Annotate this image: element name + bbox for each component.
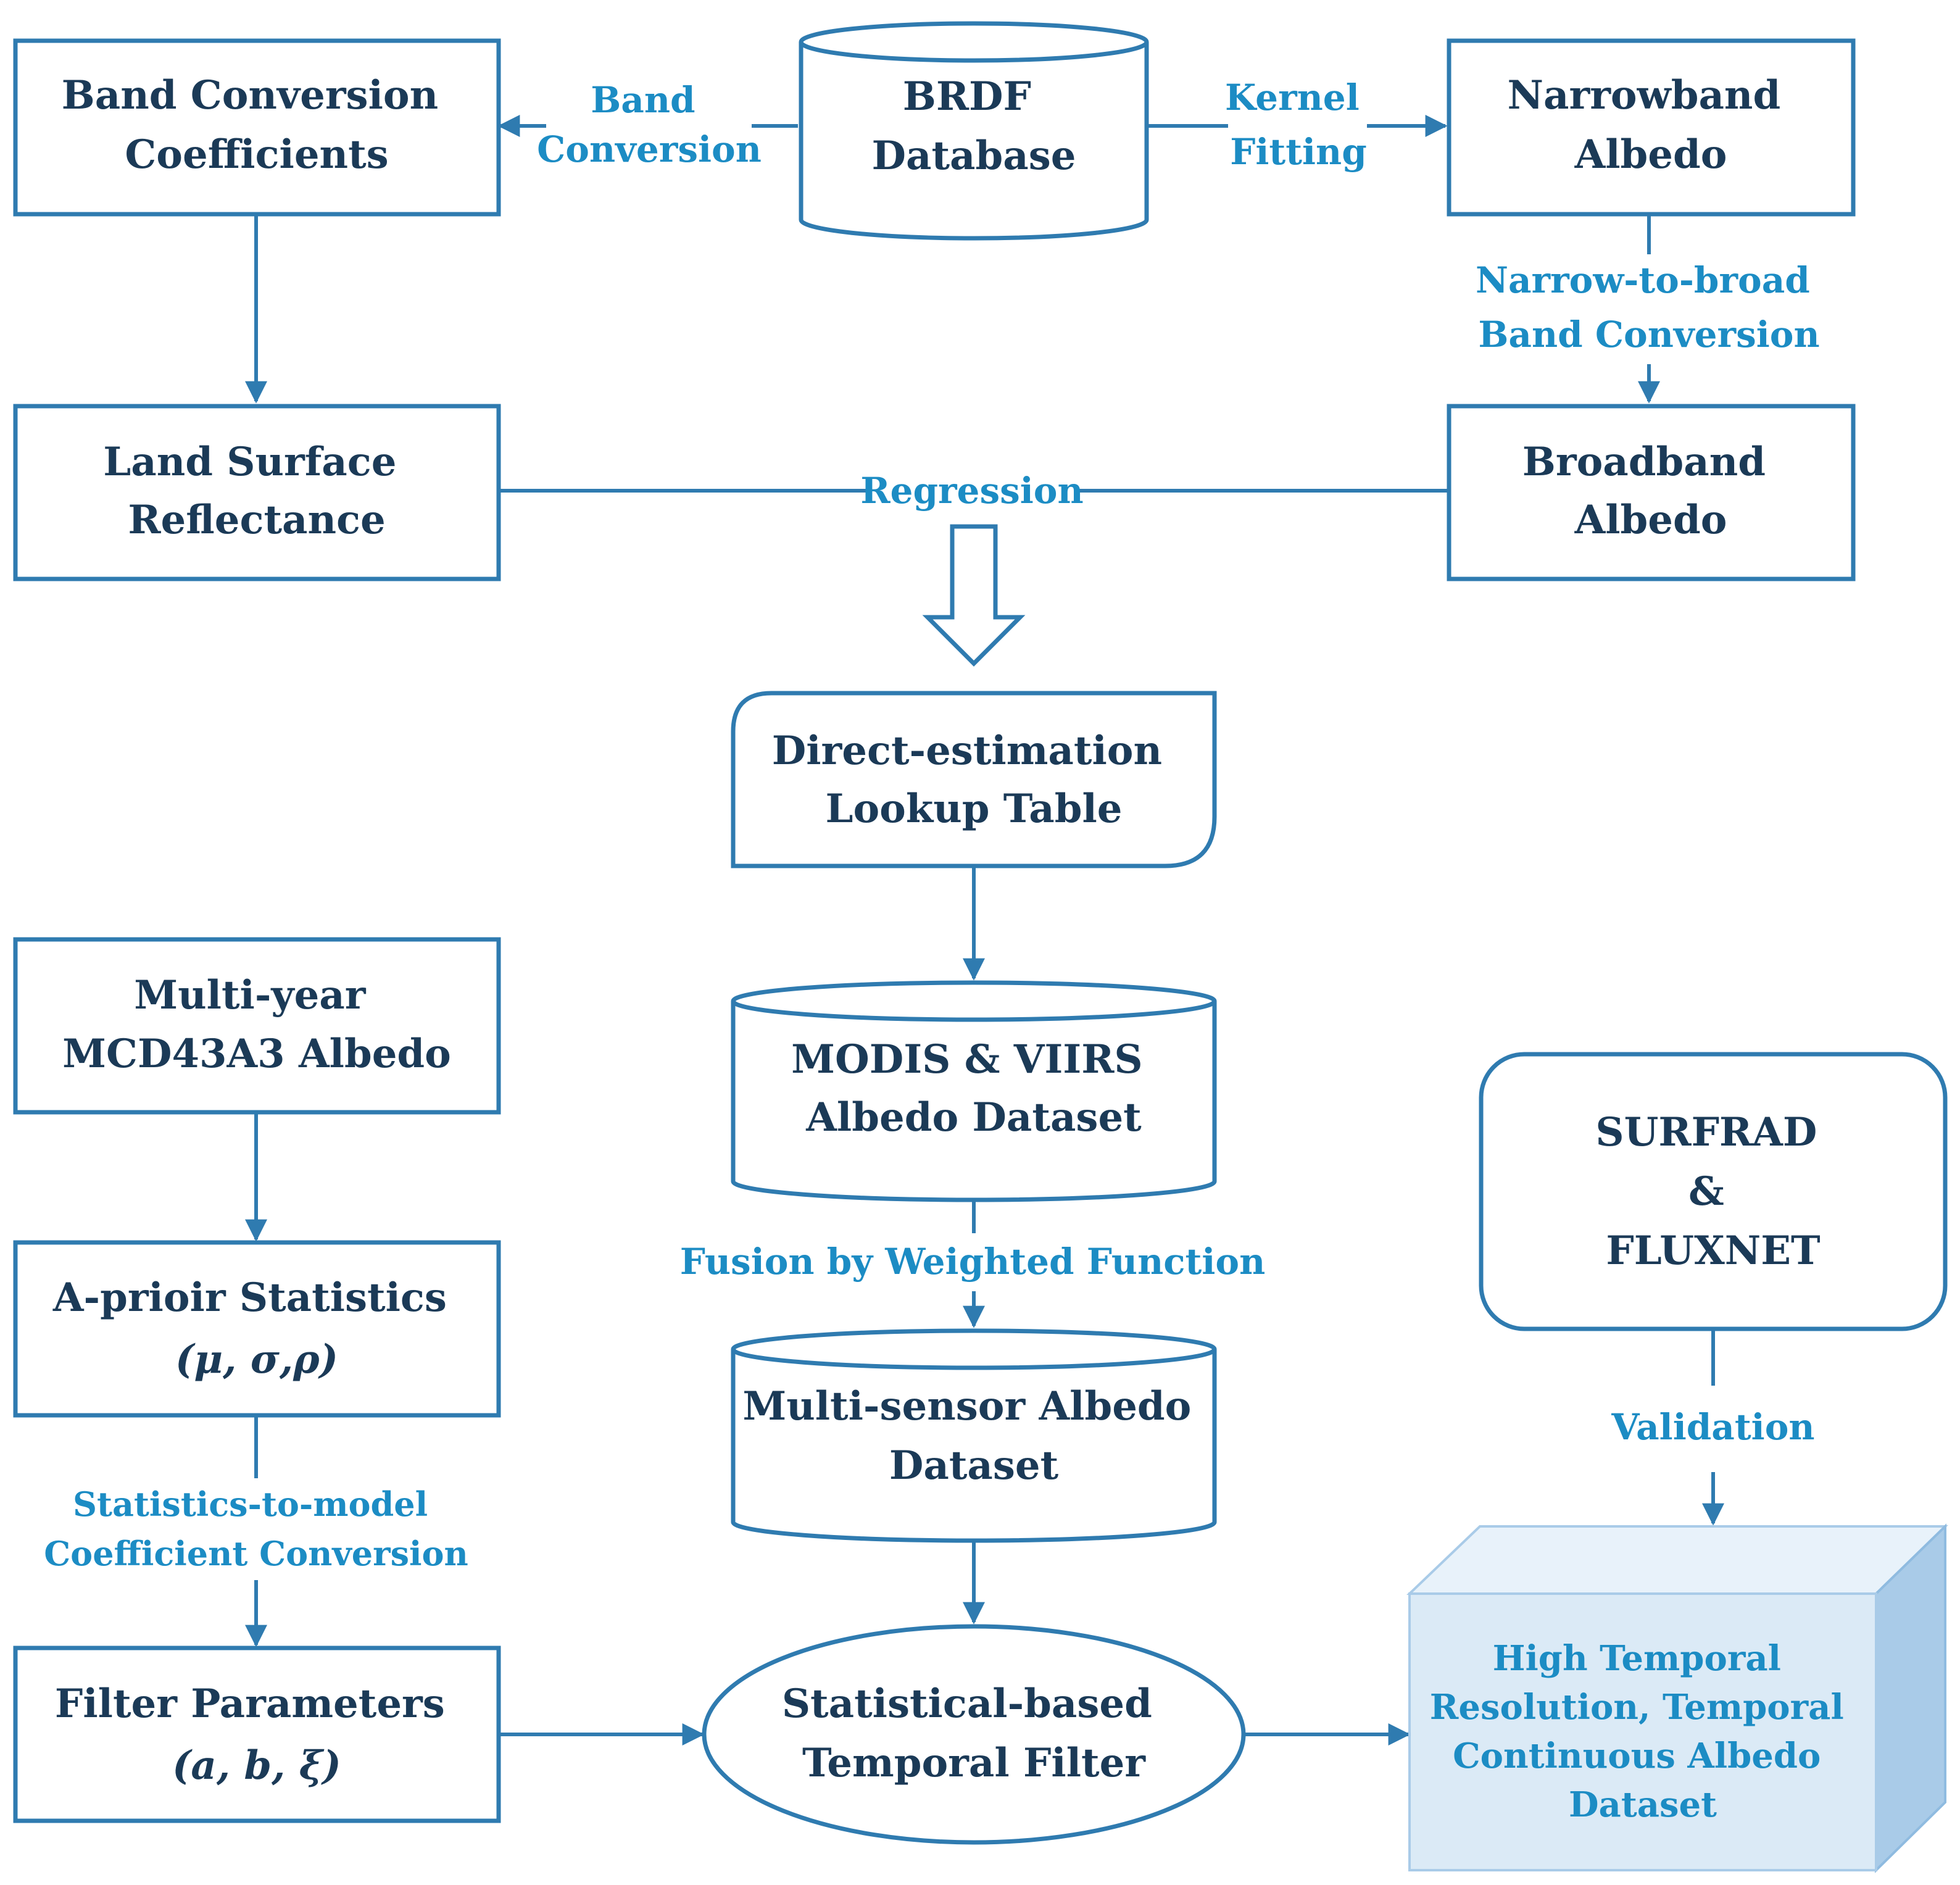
band-conversion-coefficients-label: Band Conversion Coefficients <box>62 72 452 178</box>
apriori-statistics-box <box>13 1240 501 1418</box>
broadband-albedo-box <box>1447 404 1856 581</box>
land-surface-reflectance-label: Land Surface Reflectance <box>103 439 410 543</box>
brdf-database-top <box>799 21 1149 63</box>
lookup-table-box <box>731 691 1217 868</box>
edge-label-fusion: Fusion by Weighted Function <box>680 1241 1266 1283</box>
filter-parameters-label: Filter Parameters (a, b, ξ) <box>55 1681 459 1789</box>
narrowband-albedo-label: Narrowband Albedo <box>1508 72 1795 178</box>
node-broadband-albedo: Broadband Albedo <box>1447 404 1856 581</box>
output-dataset-label: High Temporal Resolution, Temporal Conti… <box>1430 1638 1856 1825</box>
connectors <box>245 115 1724 1746</box>
output-dataset-top-face <box>1406 1525 1948 1595</box>
band-conversion-coefficients-box <box>13 38 501 217</box>
edge-label-regression: Regression <box>860 470 1083 512</box>
node-brdf-database: BRDF Database <box>799 21 1149 241</box>
hollow-down-arrow <box>922 524 1026 667</box>
edge-label-band-conversion: Band Conversion <box>537 79 762 170</box>
multi-year-albedo-label: Multi-year MCD43A3 Albedo <box>62 972 451 1077</box>
edge-label-narrow-to-broad: Narrow-to-broad Band Conversion <box>1476 259 1822 356</box>
narrowband-albedo-box <box>1447 38 1856 217</box>
lookup-table-label: Direct-estimation Lookup Table <box>772 728 1176 832</box>
node-filter-parameters: Filter Parameters (a, b, ξ) <box>13 1646 501 1823</box>
edge-label-statistics-to-model: Statistics-to-model Coefficient Conversi… <box>44 1484 468 1573</box>
brdf-database-label: BRDF Database <box>872 73 1076 179</box>
modis-viirs-dataset-top <box>731 980 1217 1022</box>
multi-year-albedo-box <box>13 937 501 1115</box>
node-output-dataset: High Temporal Resolution, Temporal Conti… <box>1406 1523 1948 1873</box>
multi-sensor-dataset-body <box>731 1349 1217 1543</box>
surfrad-fluxnet-label: SURFRAD & FLUXNET <box>1595 1109 1830 1274</box>
filter-parameters-box <box>13 1646 501 1823</box>
node-multi-year-albedo: Multi-year MCD43A3 Albedo <box>13 937 501 1115</box>
temporal-filter-ellipse <box>702 1624 1246 1845</box>
temporal-filter-label: Statistical-based Temporal Filter <box>782 1681 1166 1786</box>
output-dataset-front-face <box>1408 1592 1877 1871</box>
node-surfrad-fluxnet: SURFRAD & FLUXNET <box>1479 1052 1948 1331</box>
surfrad-fluxnet-box <box>1479 1052 1948 1331</box>
brdf-database-body <box>799 42 1149 241</box>
node-multi-sensor-dataset: Multi-sensor Albedo Dataset <box>731 1328 1217 1543</box>
node-narrowband-albedo: Narrowband Albedo <box>1447 38 1856 217</box>
node-apriori-statistics: A-prioir Statistics (μ, σ,ρ) <box>13 1240 501 1418</box>
broadband-albedo-label: Broadband Albedo <box>1522 439 1780 543</box>
multi-sensor-dataset-top <box>731 1328 1217 1370</box>
modis-viirs-dataset-label: MODIS & VIIRS Albedo Dataset <box>791 1036 1156 1141</box>
node-temporal-filter: Statistical-based Temporal Filter <box>702 1624 1246 1845</box>
edge-label-kernel-fitting: Kernel Fitting <box>1225 77 1372 173</box>
multi-sensor-dataset-label: Multi-sensor Albedo Dataset <box>742 1383 1205 1489</box>
node-lookup-table: Direct-estimation Lookup Table <box>731 691 1217 868</box>
land-surface-reflectance-box <box>13 404 501 581</box>
node-land-surface-reflectance: Land Surface Reflectance <box>13 404 501 581</box>
node-modis-viirs-dataset: MODIS & VIIRS Albedo Dataset <box>731 980 1217 1202</box>
node-band-conversion-coefficients: Band Conversion Coefficients <box>13 38 501 217</box>
apriori-statistics-label: A-prioir Statistics (μ, σ,ρ) <box>52 1275 460 1383</box>
edge-label-validation: Validation <box>1611 1406 1814 1448</box>
modis-viirs-dataset-body <box>731 1001 1217 1202</box>
